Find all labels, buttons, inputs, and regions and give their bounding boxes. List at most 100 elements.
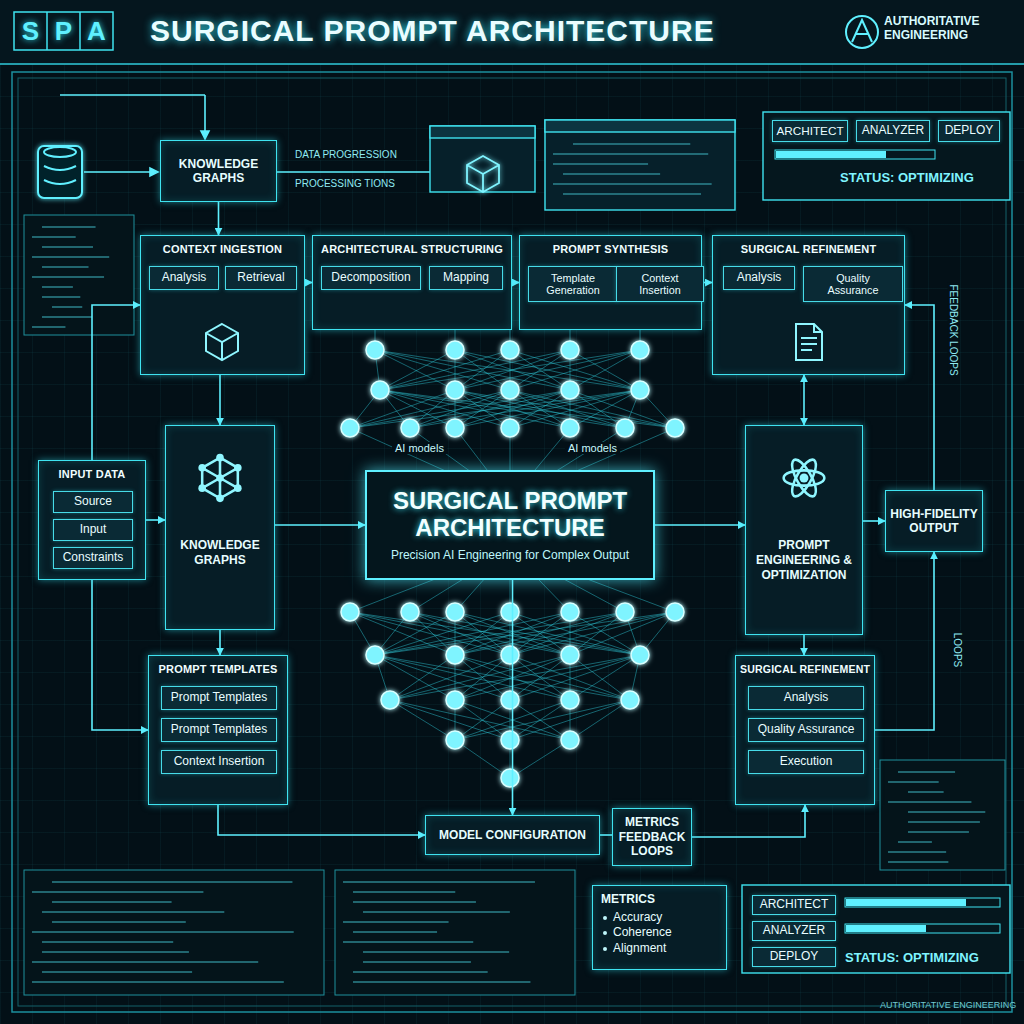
code-stroke — [42, 951, 189, 953]
node-label: Constraints — [63, 551, 124, 565]
network-link — [510, 390, 570, 428]
code-stroke — [363, 951, 509, 953]
code-stroke — [353, 891, 455, 893]
network-link — [380, 350, 570, 390]
code-stroke — [898, 841, 932, 843]
process-box: HIGH-FIDELITY OUTPUT — [885, 490, 983, 552]
connector — [305, 282, 312, 284]
network-neuron — [561, 731, 579, 749]
brand-icon — [846, 16, 878, 48]
code-stroke — [353, 981, 530, 983]
core-box: SURGICAL PROMPT ARCHITECTUREPrecision AI… — [365, 470, 655, 580]
node-label: Quality Assurance — [810, 272, 896, 297]
network-neuron — [501, 341, 519, 359]
code-stroke — [888, 801, 971, 803]
node-label: KNOWLEDGE GRAPHS — [165, 157, 272, 186]
network-neuron — [446, 419, 464, 437]
header-rule — [0, 63, 1024, 65]
connector — [512, 580, 514, 815]
connector — [803, 635, 805, 655]
network-neuron — [561, 646, 579, 664]
code-stroke — [42, 941, 173, 943]
network-neuron — [501, 731, 519, 749]
code-stroke — [363, 911, 510, 913]
code-stroke — [52, 306, 82, 308]
code-stroke — [32, 891, 203, 893]
logo-letter: S — [14, 12, 47, 50]
doc-icon — [786, 320, 830, 364]
action-button: Constraints — [53, 547, 133, 569]
action-button: Decomposition — [321, 266, 421, 290]
code-stroke — [353, 901, 476, 903]
network-link — [455, 350, 640, 390]
code-stroke — [888, 861, 948, 863]
code-stroke — [363, 961, 471, 963]
code-stroke — [42, 316, 92, 318]
stage-panel: SURGICAL REFINEMENTAnalysisQuality Assur… — [735, 655, 875, 805]
connector — [655, 524, 745, 526]
loop-label: FEEDBACK LOOPS — [948, 282, 959, 377]
node-label: Context Insertion — [174, 755, 265, 769]
stage-panel: PROMPT SYNTHESISTemplate GenerationConte… — [519, 235, 702, 330]
metrics-box: METRICSAccuracyCoherenceAlignment — [592, 885, 727, 970]
network-link — [570, 350, 640, 390]
connector — [92, 305, 140, 460]
network-link — [375, 350, 510, 390]
network-neuron — [501, 769, 519, 787]
code-stroke — [563, 193, 701, 195]
connector — [863, 520, 885, 522]
code-stroke — [343, 881, 535, 883]
net-icon — [192, 450, 248, 506]
node-label: Analysis — [737, 271, 782, 285]
panel-heading: SURGICAL REFINEMENT — [741, 243, 877, 255]
brand-name: AUTHORITATIVE ENGINEERING — [884, 14, 1012, 43]
code-stroke — [343, 921, 449, 923]
metric-item: Accuracy — [601, 910, 718, 926]
action-button: Retrieval — [225, 266, 297, 290]
code-stroke — [42, 971, 192, 973]
network-neuron — [616, 603, 634, 621]
node-label: Quality Assurance — [758, 723, 855, 737]
network-neuron — [446, 691, 464, 709]
network-link — [510, 655, 570, 700]
inner-frame — [18, 78, 1006, 1006]
node-label: Input — [80, 523, 107, 537]
network-neuron — [401, 419, 419, 437]
network-link — [455, 612, 625, 655]
action-button: Execution — [748, 750, 864, 774]
action-button: ANALYZER — [752, 921, 836, 941]
node-label: Execution — [780, 755, 833, 769]
code-stroke — [52, 921, 186, 923]
connector — [875, 552, 934, 730]
code-stroke — [573, 143, 690, 145]
action-button: Analysis — [723, 266, 795, 290]
node-label: METRICS FEEDBACK LOOPS — [617, 815, 687, 858]
code-stroke — [908, 821, 980, 823]
network-link — [455, 612, 640, 655]
network-neuron — [446, 603, 464, 621]
code-stroke — [563, 173, 660, 175]
network-link — [570, 350, 640, 390]
code-stroke — [353, 971, 488, 973]
network-neuron — [501, 381, 519, 399]
node-label: ARCHITECT — [776, 124, 843, 138]
network-neuron — [446, 731, 464, 749]
network-link — [510, 390, 570, 428]
flow-label: DATA PROGRESSION — [292, 149, 400, 160]
network-link — [455, 350, 640, 390]
network-neuron — [446, 341, 464, 359]
network-link — [510, 700, 570, 740]
network-neuron — [621, 691, 639, 709]
connector — [92, 580, 148, 730]
code-stroke — [898, 771, 955, 773]
network-neuron — [381, 691, 399, 709]
stage-panel: PROMPT TEMPLATESPrompt TemplatesPrompt T… — [148, 655, 288, 805]
connector — [219, 630, 221, 655]
node-label: MODEL CONFIGURATION — [439, 828, 586, 842]
layer-label: AI models — [565, 442, 620, 454]
network-neuron — [501, 603, 519, 621]
code-lines — [32, 144, 985, 982]
network-neuron — [501, 646, 519, 664]
connector — [600, 834, 612, 836]
node-label: Decomposition — [331, 271, 410, 285]
